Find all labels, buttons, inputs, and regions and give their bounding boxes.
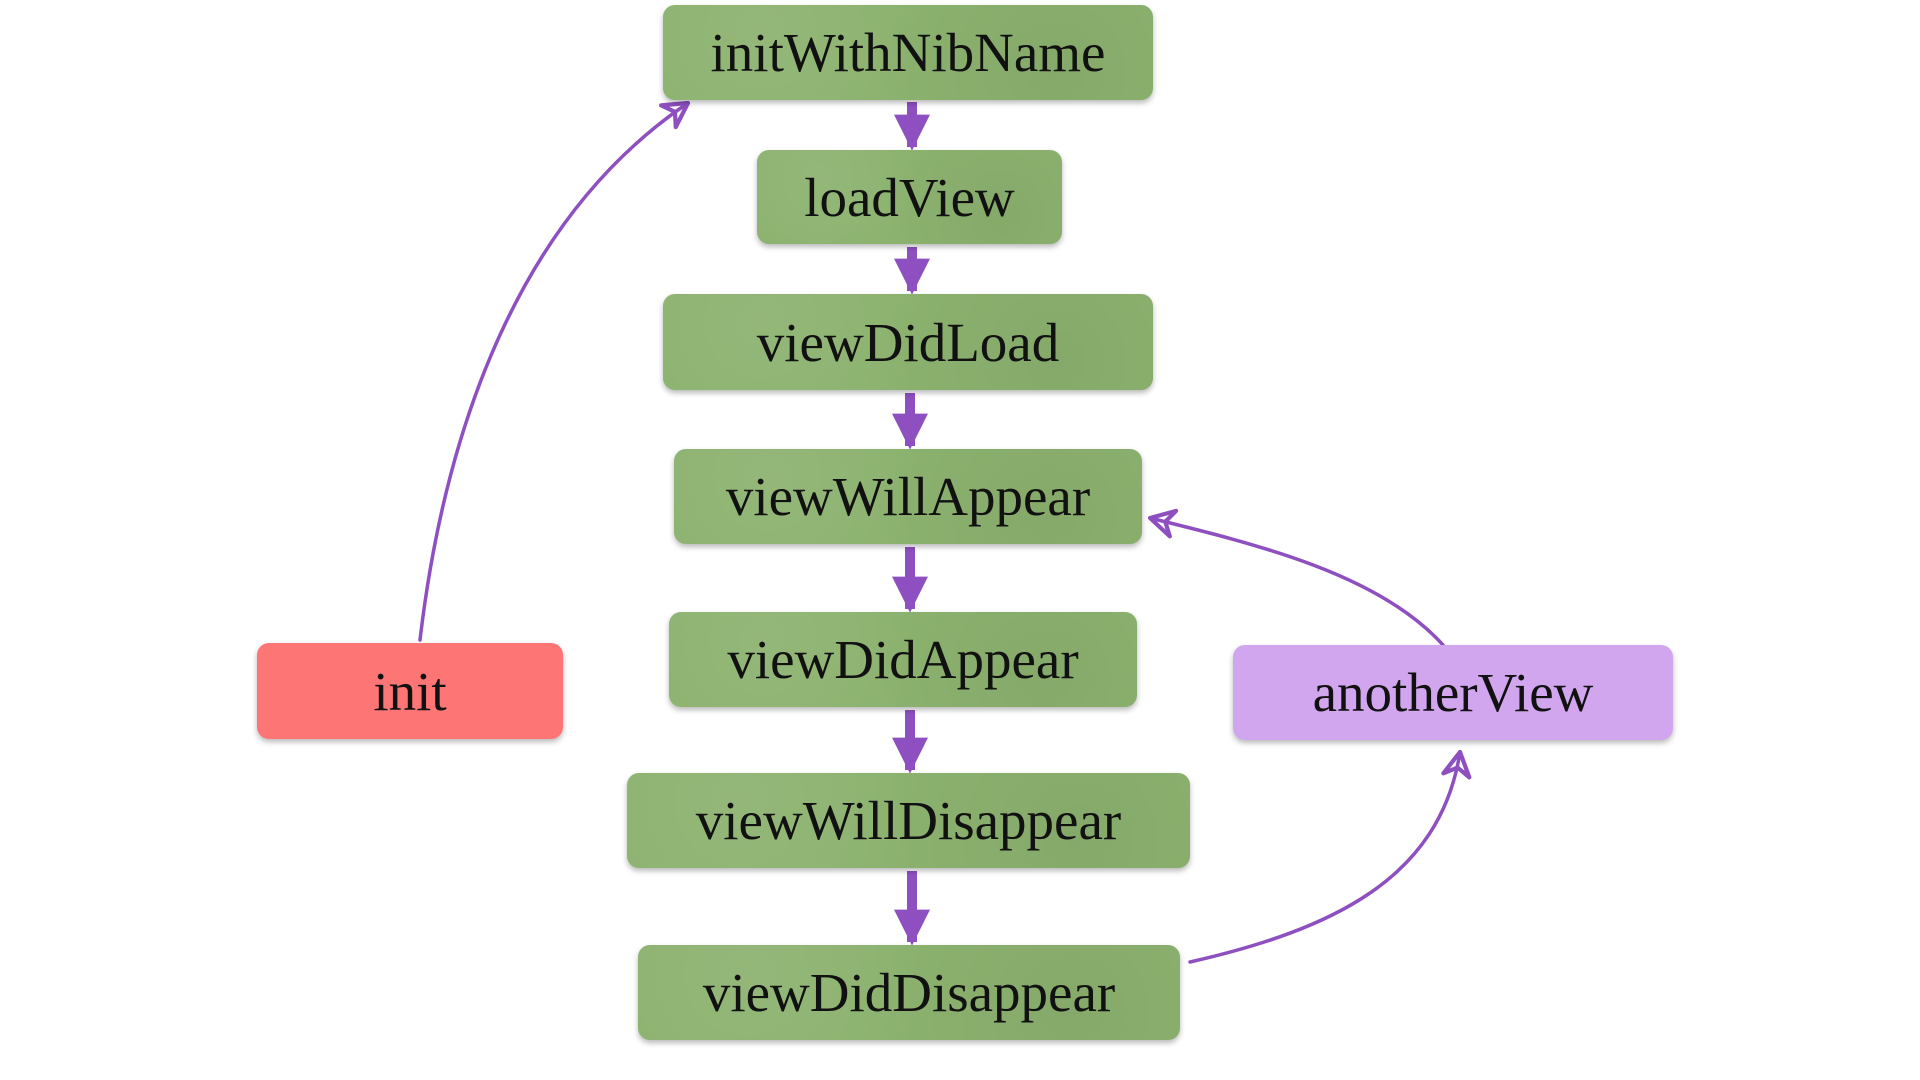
node-label: init xyxy=(373,660,447,722)
node-initwithnibname: initWithNibName xyxy=(663,5,1153,100)
node-viewdidappear: viewDidAppear xyxy=(669,612,1137,707)
node-viewdiddisappear: viewDidDisappear xyxy=(638,945,1180,1040)
node-label: loadView xyxy=(804,166,1015,228)
node-init: init xyxy=(257,643,563,739)
node-label: viewDidAppear xyxy=(727,629,1079,690)
node-loadview: loadView xyxy=(757,150,1062,244)
edge-init-to-initwithnibname xyxy=(418,100,691,642)
edge-viewdiddisappear-to-anotherview xyxy=(1188,749,1472,964)
node-viewwillappear: viewWillAppear xyxy=(674,449,1142,544)
node-label: initWithNibName xyxy=(710,22,1106,83)
node-label: viewWillDisappear xyxy=(695,790,1122,851)
node-label: viewDidLoad xyxy=(756,311,1060,373)
node-viewdidload: viewDidLoad xyxy=(663,294,1153,390)
node-label: anotherView xyxy=(1312,662,1594,723)
node-anotherview: anotherView xyxy=(1233,645,1673,740)
edge-anotherview-to-viewwillappear xyxy=(1147,508,1445,647)
node-viewwilldisappear: viewWillDisappear xyxy=(627,773,1190,868)
node-label: viewDidDisappear xyxy=(702,962,1116,1023)
node-label: viewWillAppear xyxy=(725,466,1091,527)
